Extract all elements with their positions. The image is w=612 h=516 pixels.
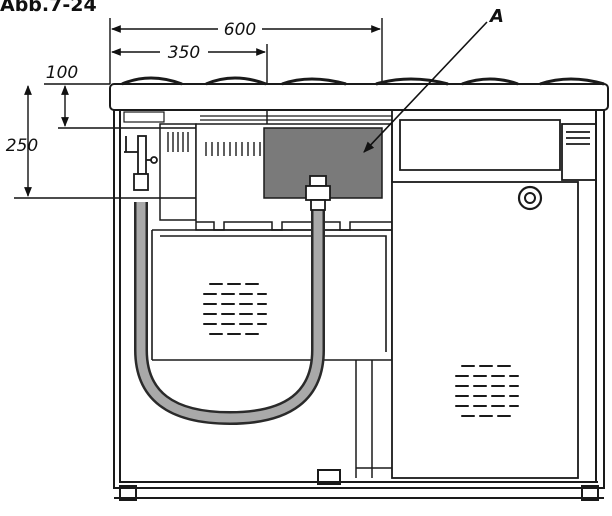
- left-vent-grille: [203, 283, 267, 335]
- dimension-label-250: 250: [6, 136, 38, 156]
- gas-hose-outline: [134, 202, 325, 426]
- right-knob: [517, 185, 543, 211]
- lower-left-structure: [355, 360, 396, 478]
- figure-title: Abb.7-24: [0, 0, 97, 16]
- appliance-body: [113, 110, 605, 501]
- dimension-width-total: [109, 18, 383, 84]
- dimension-label-600: 600: [224, 20, 256, 40]
- callout-arrow: [363, 21, 488, 153]
- right-compartment: [391, 110, 597, 479]
- right-vent-grille: [455, 365, 519, 417]
- dimension-label-350: 350: [168, 43, 200, 63]
- callout-label-a: A: [488, 6, 504, 27]
- top-vent-strip: [123, 111, 392, 123]
- hose-end-fitting: [305, 175, 331, 211]
- left-gas-connector: [124, 135, 158, 191]
- cooktop-top: [109, 76, 609, 111]
- gas-hose: [136, 202, 323, 423]
- left-oven-compartment: [151, 229, 393, 361]
- dimension-label-100: 100: [46, 63, 78, 83]
